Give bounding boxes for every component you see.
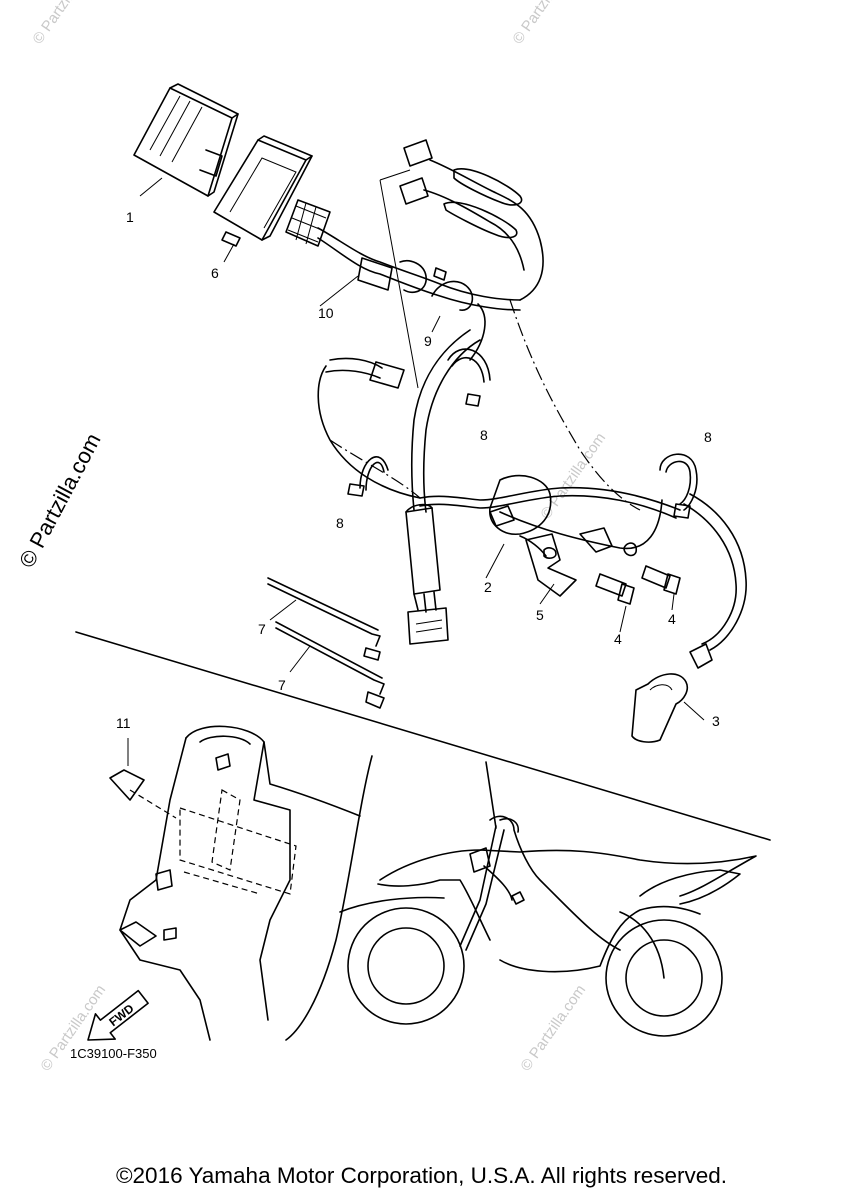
callout-7-lower: 7 xyxy=(278,677,286,693)
harness-lead-wires xyxy=(317,303,486,513)
bracket-part-5 xyxy=(525,527,613,605)
callout-3: 3 xyxy=(712,713,720,729)
inset-divider xyxy=(285,755,373,1041)
spark-plug-cap-part-3 xyxy=(631,493,747,743)
holder-part-6 xyxy=(213,135,313,263)
wire-harness-part-10 xyxy=(285,139,544,311)
diagram-code: 1C39100-F350 xyxy=(70,1046,157,1061)
routing-line xyxy=(509,299,641,511)
callout-6: 6 xyxy=(211,265,219,281)
callout-10: 10 xyxy=(318,305,334,321)
callout-8-left: 8 xyxy=(336,515,344,531)
cable-tie-part-7-lower xyxy=(275,621,385,709)
cdi-unit-part-1 xyxy=(133,83,239,197)
bolt-part-4-right xyxy=(641,565,681,611)
callout-2: 2 xyxy=(484,579,492,595)
callout-4-left: 4 xyxy=(614,631,622,647)
callout-9: 9 xyxy=(424,333,432,349)
sticker-part-11 xyxy=(109,738,177,819)
band-part-9 xyxy=(431,267,474,333)
callout-11: 11 xyxy=(116,715,131,731)
callout-7-upper: 7 xyxy=(258,621,266,637)
corner-watermark: © Partzilla.com xyxy=(29,0,101,47)
clamp-part-8-upper xyxy=(447,348,491,407)
callout-5: 5 xyxy=(536,607,544,623)
bolt-part-4-left xyxy=(595,573,635,633)
frame-headstock-detail xyxy=(119,725,361,1041)
cable-tie-part-7-upper xyxy=(267,577,381,661)
callout-4-right: 4 xyxy=(668,611,676,627)
clamp-part-8-left xyxy=(347,456,389,497)
callout-8-right: 8 xyxy=(704,429,712,445)
section-divider xyxy=(75,631,771,841)
routing-line xyxy=(329,439,421,499)
motorcycle-illustration xyxy=(339,761,757,1037)
ignition-coil-part-2 xyxy=(419,474,681,579)
corner-watermark: © Partzilla.com xyxy=(537,430,609,523)
leader-bracket xyxy=(379,169,419,389)
corner-watermark: © Partzilla.com xyxy=(517,982,589,1075)
callout-1: 1 xyxy=(126,209,134,225)
corner-watermark: © Partzilla.com xyxy=(509,0,581,47)
condenser-cylinder xyxy=(405,503,449,645)
copyright-footer: ©2016 Yamaha Motor Corporation, U.S.A. A… xyxy=(115,1163,728,1188)
callout-8-upper: 8 xyxy=(480,427,488,443)
callout-labels: 1 6 10 9 8 8 8 2 5 4 4 7 7 3 11 xyxy=(116,209,720,731)
